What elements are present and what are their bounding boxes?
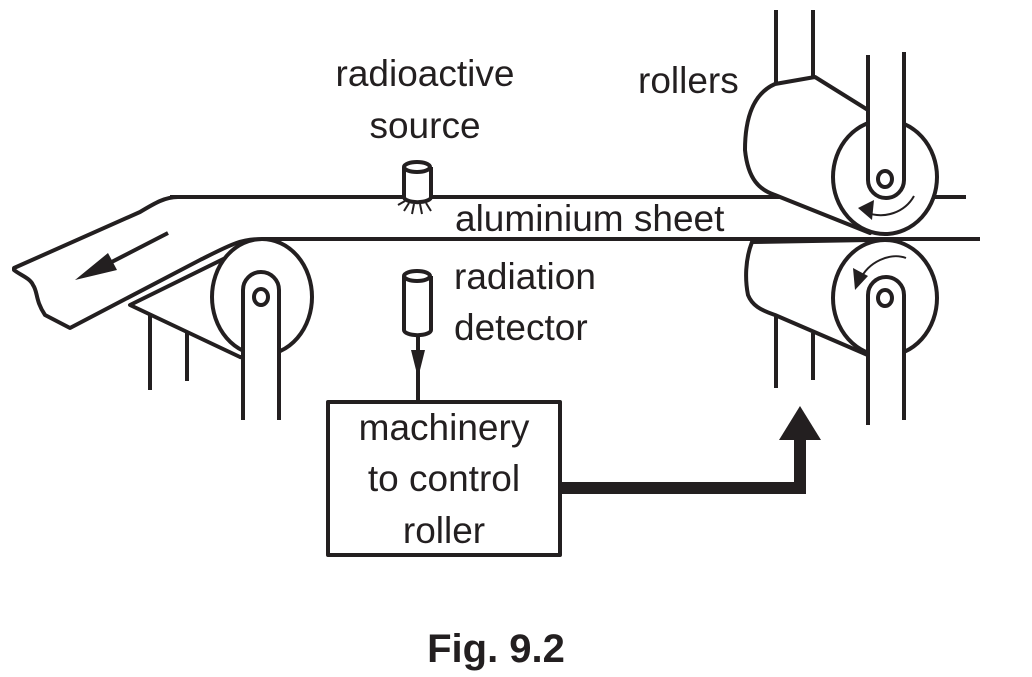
detector-signal-arrow: [411, 350, 425, 378]
label-machinery-3: roller: [403, 510, 485, 551]
left-roller: [128, 237, 314, 420]
lower-rotation-arrow: [853, 268, 868, 290]
label-radioactive-source-1: radioactive: [336, 53, 515, 94]
label-machinery-1: machinery: [359, 407, 530, 448]
label-radioactive-source-2: source: [369, 105, 480, 146]
label-radiation-detector-2: detector: [454, 307, 588, 348]
label-aluminium-sheet: aluminium sheet: [455, 198, 725, 239]
label-machinery-2: to control: [368, 458, 520, 499]
radiation-emission-icon: [397, 200, 432, 215]
lower-roller: [560, 237, 980, 425]
radiation-detector: [402, 269, 433, 402]
left-roller-legs: [148, 310, 189, 390]
label-radiation-detector-1: radiation: [454, 256, 596, 297]
figure-caption: Fig. 9.2: [427, 627, 565, 671]
machinery-box: [326, 400, 562, 557]
label-rollers: rollers: [638, 60, 739, 101]
feedback-arrow: [560, 406, 821, 494]
radioactive-source: [397, 160, 433, 215]
upper-roller: [743, 10, 966, 236]
sheet-direction-arrow: [75, 253, 117, 280]
upper-rotation-arrow: [858, 200, 874, 220]
